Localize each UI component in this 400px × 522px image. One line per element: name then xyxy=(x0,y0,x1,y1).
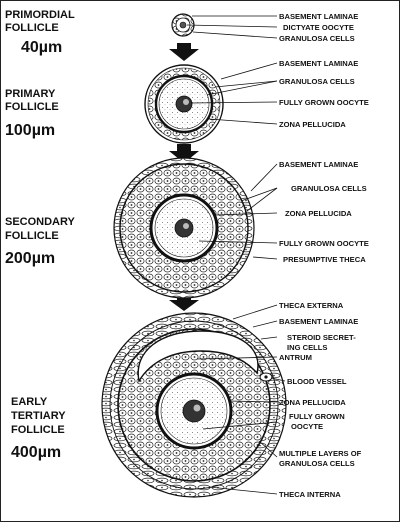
label-antrum: ANTRUM xyxy=(279,353,312,362)
secondary-labels: BASEMENT LAMINAE GRANULOSA CELLS ZONA PE… xyxy=(279,160,369,264)
stage-name-line: FOLLICLE xyxy=(5,22,59,34)
stage-title-primary: PRIMARY FOLLICLE 100µm xyxy=(5,88,59,139)
label-presumptive-theca: PRESUMPTIVE THECA xyxy=(283,255,366,264)
label-multiple-layers: MULTIPLE LAYERS OF xyxy=(279,449,362,458)
secondary-follicle xyxy=(113,157,255,299)
stage-name-line: TERTIARY xyxy=(11,410,66,422)
leader-lines xyxy=(186,15,286,495)
stage-name-line: FOLLICLE xyxy=(5,230,59,242)
label-fully-grown-oocyte: FULLY GROWN OOCYTE xyxy=(279,98,369,107)
primary-labels: BASEMENT LAMINAE GRANULOSA CELLS FULLY G… xyxy=(279,59,369,129)
label-fully-grown-oocyte: FULLY GROWN xyxy=(289,412,345,421)
label-granulosa-cells: GRANULOSA CELLS xyxy=(279,77,355,86)
label-steroid-secreting-cells: STEROID SECRET- xyxy=(287,333,356,342)
label-dictyate-oocyte: DICTYATE OOCYTE xyxy=(283,23,354,32)
primordial-labels: BASEMENT LAMINAE DICTYATE OOCYTE GRANULO… xyxy=(279,12,358,43)
stage-name-line: SECONDARY xyxy=(5,216,76,228)
stage-size: 40µm xyxy=(21,39,62,56)
label-zona-pellucida: ZONA PELLUCIDA xyxy=(279,120,346,129)
stage-title-primordial: PRIMORDIAL FOLLICLE 40µm xyxy=(5,9,75,56)
stage-title-tertiary: EARLY TERTIARY FOLLICLE 400µm xyxy=(11,396,66,461)
label-basement-laminae: BASEMENT LAMINAE xyxy=(279,160,358,169)
stage-name-line: PRIMORDIAL xyxy=(5,9,75,21)
stage-size: 400µm xyxy=(11,444,61,461)
label-steroid-secreting-cells: ING CELLS xyxy=(287,343,328,352)
stage-arrow-2 xyxy=(169,144,199,163)
primary-follicle xyxy=(144,64,224,144)
label-basement-laminae: BASEMENT LAMINAE xyxy=(279,12,358,21)
label-theca-interna: THECA INTERNA xyxy=(279,490,341,499)
stage-name-line: EARLY xyxy=(11,396,48,408)
stage-size: 200µm xyxy=(5,250,55,267)
label-blood-vessel: BLOOD VESSEL xyxy=(287,377,347,386)
label-zona-pellucida: ZONA PELLUCIDA xyxy=(285,209,352,218)
label-basement-laminae: BASEMENT LAMINAE xyxy=(279,317,358,326)
stage-name-line: FOLLICLE xyxy=(11,424,65,436)
antrum-cavity xyxy=(137,330,259,383)
stage-arrow-1 xyxy=(169,43,199,61)
label-granulosa-cells: GRANULOSA CELLS xyxy=(279,34,355,43)
tertiary-follicle xyxy=(101,312,287,498)
stage-name-line: PRIMARY xyxy=(5,88,56,100)
tertiary-labels: THECA EXTERNA BASEMENT LAMINAE STEROID S… xyxy=(279,301,362,499)
stage-title-secondary: SECONDARY FOLLICLE 200µm xyxy=(5,216,76,267)
primordial-follicle xyxy=(171,13,195,37)
label-theca-externa: THECA EXTERNA xyxy=(279,301,344,310)
label-zona-pellucida: ZONA PELLUCIDA xyxy=(279,398,346,407)
stage-size: 100µm xyxy=(5,122,55,139)
stage-name-line: FOLLICLE xyxy=(5,101,59,113)
label-multiple-layers: GRANULOSA CELLS xyxy=(279,459,355,468)
label-basement-laminae: BASEMENT LAMINAE xyxy=(279,59,358,68)
label-granulosa-cells: GRANULOSA CELLS xyxy=(291,184,367,193)
label-fully-grown-oocyte: OOCYTE xyxy=(291,422,323,431)
stage-arrow-3 xyxy=(169,295,199,311)
label-fully-grown-oocyte: FULLY GROWN OOCYTE xyxy=(279,239,369,248)
